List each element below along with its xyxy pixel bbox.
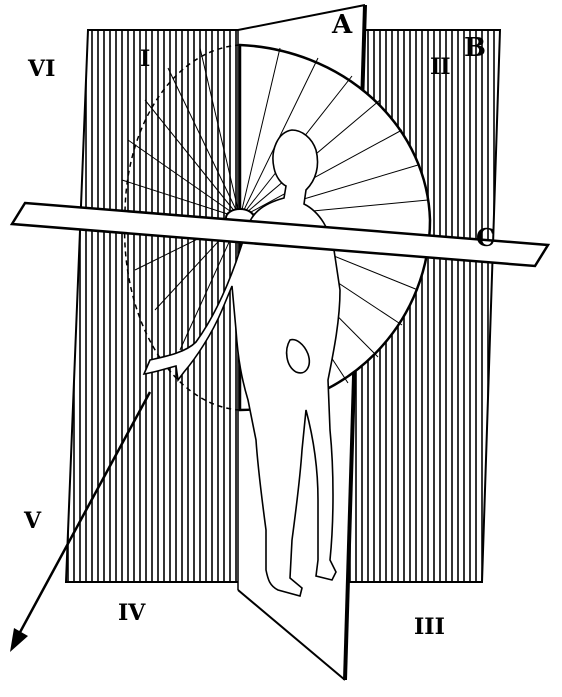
region-label-vi: VI [27, 56, 55, 82]
plane-label-c: C [476, 223, 495, 252]
region-label-iv: IV [118, 600, 146, 626]
region-label-iii: III [414, 614, 445, 640]
region-label-ii: II [430, 54, 451, 80]
region-label-i: I [140, 46, 150, 72]
plane-c [9, 201, 551, 268]
region-label-v: V [23, 508, 42, 534]
axis-arrow [10, 391, 152, 652]
plane-label-a: A [331, 10, 353, 40]
plane-label-b: B [464, 33, 486, 63]
